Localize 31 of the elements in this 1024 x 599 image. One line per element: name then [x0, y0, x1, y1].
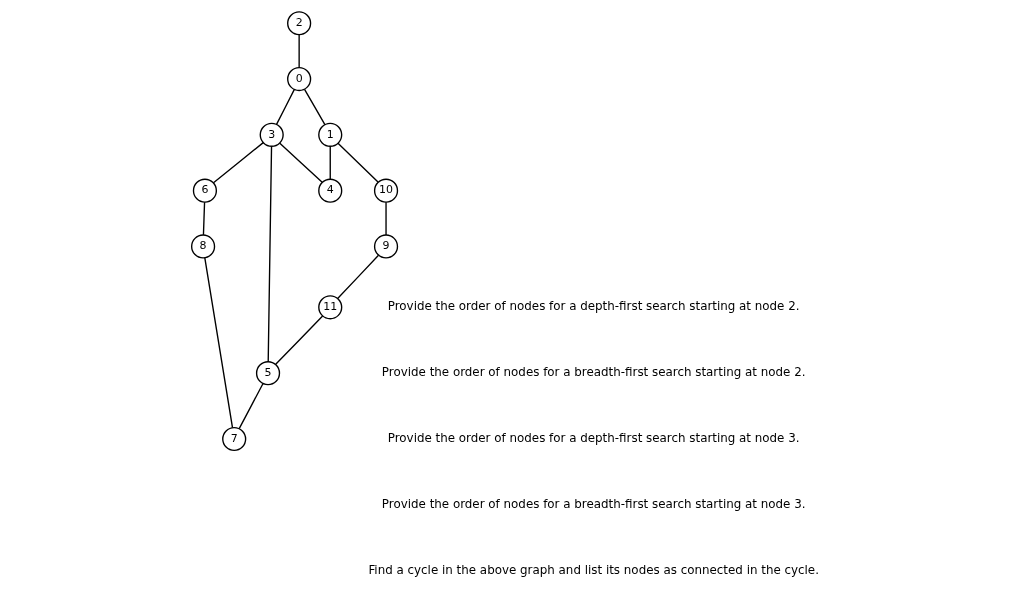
label: Provide the order of nodes for a depth-first search starting at node 3. — [387, 431, 800, 446]
node-circle: 10 — [373, 178, 398, 203]
connector — [267, 145, 272, 363]
connector — [274, 315, 323, 365]
label: Find a cycle in the above graph and list its nodes as connected in the cycle. — [367, 562, 819, 577]
node-circle: 4 — [317, 178, 342, 203]
node-circle: 9 — [373, 234, 398, 259]
node-circle: 8 — [190, 234, 215, 259]
node-circle: 6 — [192, 178, 217, 203]
node-circle: 5 — [255, 361, 280, 386]
connector — [212, 141, 264, 184]
connector — [202, 201, 205, 236]
connector — [336, 142, 379, 183]
connector — [336, 254, 379, 300]
node-circle: 2 — [286, 11, 311, 36]
label: Provide the order of nodes for a breadth-first search starting at node 2. — [381, 365, 806, 380]
connector — [275, 88, 295, 126]
label: Provide the order of nodes for a depth-first search starting at node 2. — [387, 299, 800, 314]
connector — [203, 257, 233, 429]
connector — [297, 34, 300, 69]
node-circle: 11 — [317, 295, 342, 320]
node-circle: 1 — [317, 122, 342, 147]
connector — [384, 201, 387, 236]
connector — [329, 145, 331, 180]
node-circle: 0 — [286, 66, 311, 92]
connector — [303, 88, 326, 126]
connector — [238, 382, 264, 430]
node-circle: 7 — [221, 426, 246, 452]
connector — [278, 142, 323, 183]
label: Provide the order of nodes for a breadth-first search starting at node 3. — [381, 496, 806, 511]
node-circle: 3 — [259, 122, 284, 147]
